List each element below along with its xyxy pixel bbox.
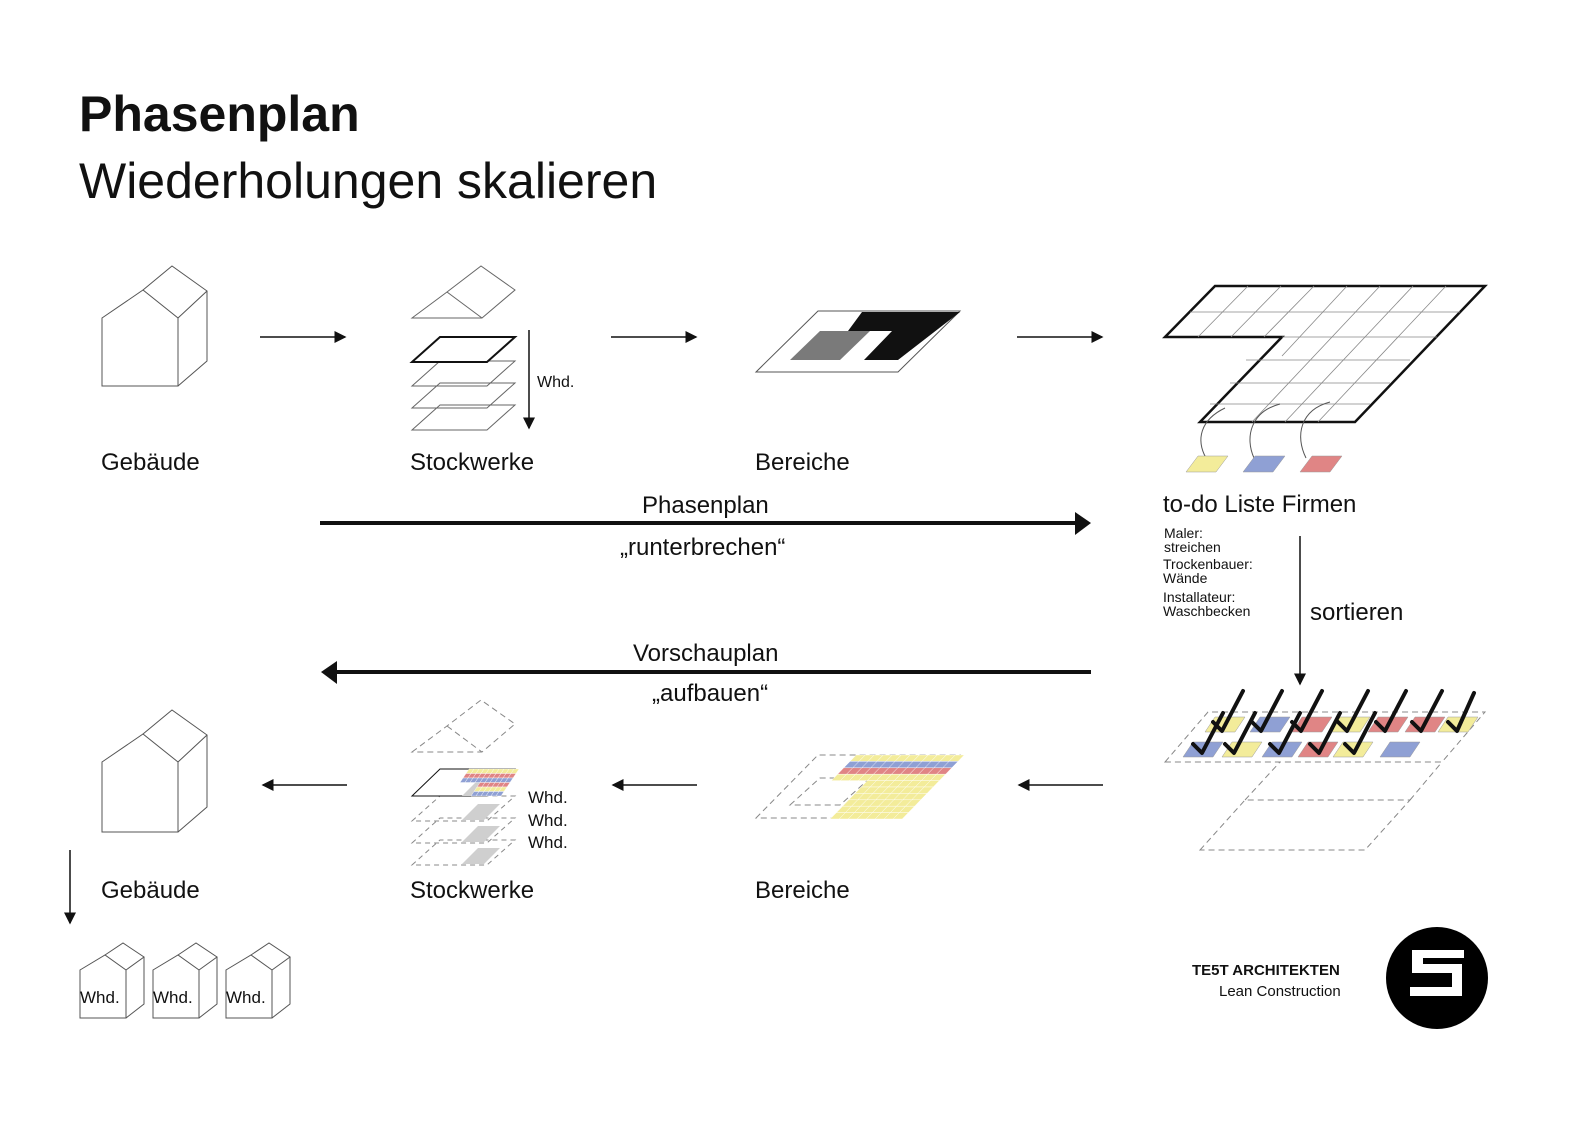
label-areas-top: Bereiche bbox=[755, 449, 850, 476]
brand-name: TE5T ARCHITEKTEN bbox=[1192, 962, 1340, 979]
building-icon bbox=[101, 709, 208, 833]
forward-arrow-sublabel: „runterbrechen“ bbox=[620, 534, 786, 561]
todo-trade: Trockenbauer: bbox=[1163, 556, 1253, 572]
todo-task: streichen bbox=[1164, 539, 1221, 555]
backward-arrow-head bbox=[321, 661, 337, 684]
backward-arrow-sublabel: „aufbauen“ bbox=[652, 680, 769, 707]
label-floors-top: Stockwerke bbox=[410, 449, 535, 476]
house-label: Whd. bbox=[80, 988, 120, 1007]
todo-trade: Installateur: bbox=[1163, 589, 1236, 605]
todo-task: Wände bbox=[1163, 570, 1208, 586]
logo-icon bbox=[1386, 927, 1488, 1029]
floors-colored-icon bbox=[410, 699, 520, 866]
mosaic-tile bbox=[892, 812, 909, 820]
house-icon bbox=[225, 942, 291, 1019]
todo-task: Waschbecken bbox=[1163, 603, 1251, 619]
house-label: Whd. bbox=[153, 988, 193, 1007]
label-floors-bottom: Stockwerke bbox=[410, 877, 535, 904]
label-floors-repeat: Whd. bbox=[537, 374, 575, 391]
floors-icon bbox=[409, 265, 518, 431]
page-title: Phasenplan bbox=[79, 86, 360, 142]
areas-icon bbox=[754, 310, 962, 373]
house-label: Whd. bbox=[226, 988, 266, 1007]
forward-arrow-label: Phasenplan bbox=[642, 492, 769, 519]
label-areas-bottom: Bereiche bbox=[755, 877, 850, 904]
tile-blue bbox=[1242, 455, 1286, 473]
label-floors-repeat: Whd. bbox=[528, 788, 568, 807]
label-floors-repeat: Whd. bbox=[528, 811, 568, 830]
tile-yellow bbox=[1185, 455, 1229, 473]
label-building-bottom: Gebäude bbox=[101, 877, 200, 904]
mosaic-tile bbox=[495, 791, 505, 797]
house-icon bbox=[152, 942, 218, 1019]
label-todo: to-do Liste Firmen bbox=[1163, 491, 1357, 518]
sorted-tiles bbox=[1163, 689, 1487, 851]
building-icon bbox=[101, 265, 208, 387]
label-sort: sortieren bbox=[1310, 599, 1404, 626]
page-subtitle: Wiederholungen skalieren bbox=[79, 153, 658, 209]
grid-plan-icon bbox=[1162, 284, 1488, 459]
label-floors-repeat: Whd. bbox=[528, 833, 568, 852]
backward-arrow-label: Vorschauplan bbox=[633, 640, 779, 667]
tile-red bbox=[1299, 455, 1343, 473]
house-icon bbox=[79, 942, 145, 1019]
todo-trade: Maler: bbox=[1164, 525, 1203, 541]
forward-arrow-head bbox=[1075, 512, 1091, 535]
areas-colored-icon bbox=[754, 754, 965, 820]
brand-tagline: Lean Construction bbox=[1219, 983, 1341, 1000]
label-building-top: Gebäude bbox=[101, 449, 200, 476]
